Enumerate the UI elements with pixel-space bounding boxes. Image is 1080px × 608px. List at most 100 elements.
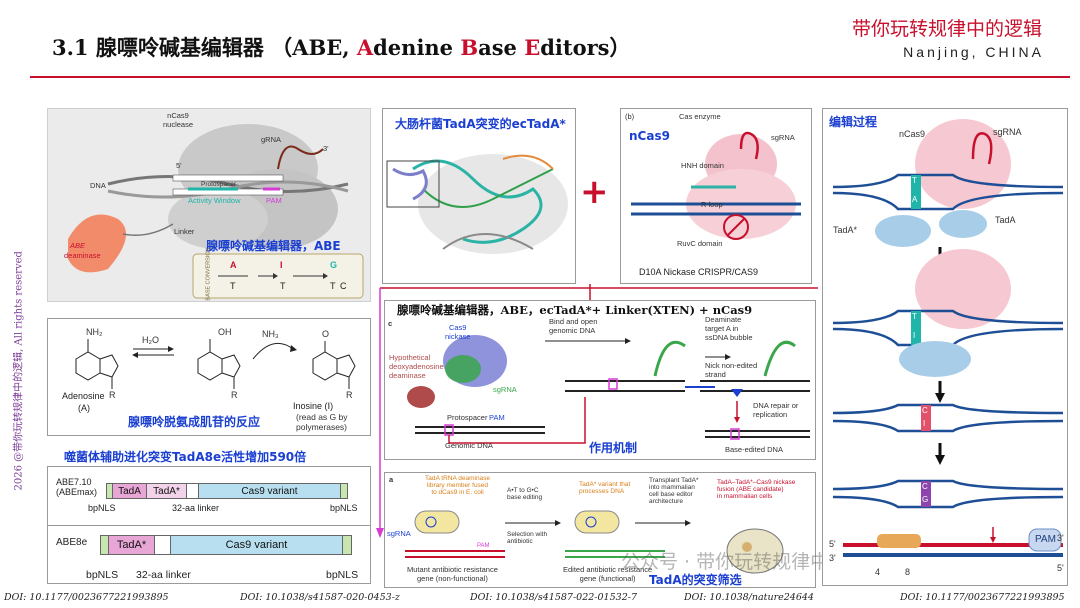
process-base-i3: I <box>923 419 925 428</box>
screen-sgrna-label: sgRNA <box>387 529 411 538</box>
screen-pam-label: PAM <box>477 543 490 549</box>
doi-2: DOI: 10.1038/s41587-020-0453-z <box>240 592 400 603</box>
base-i: I <box>280 260 283 270</box>
abe7-tada-star: TadA* <box>147 484 187 498</box>
base-t2: T <box>280 281 286 291</box>
process-five-prime-bottom: 5' <box>1057 563 1064 573</box>
transplant-label: Transplant TadA* into mammalian cell bas… <box>649 477 699 505</box>
five-prime-label: 5' <box>176 161 182 170</box>
abe7-construct: TadA TadA* Cas9 variant <box>106 483 348 499</box>
ncas9-panel: (b) Cas enzyme nCas9 sgRNA HNH domain R … <box>620 108 812 284</box>
abe7-linker <box>187 484 199 498</box>
deaminate-label: Deaminate target A in ssDNA bubble <box>705 315 753 342</box>
copyright-watermark: 2026 @带你玩转规律中的逻辑, All rights reserved <box>10 301 25 491</box>
abe7-nls-right <box>341 484 347 498</box>
screening-panel: a TadA tRNA deaminase library member fus… <box>384 472 816 588</box>
evolution-caption: 噬菌体辅助进化突变TadA8e活性增加590倍 <box>64 448 306 465</box>
base-conversion-box: BASE CONVERSION A T I T G T C <box>198 257 358 295</box>
process-tada-star-label: TadA* <box>833 225 857 235</box>
editing-process-panel: 编辑过程 nCas9 sgRNA TadA TadA* T A T I C I … <box>822 108 1068 586</box>
abe8-construct: TadA* Cas9 variant <box>100 535 352 555</box>
abe7-tada: TadA <box>113 484 147 498</box>
h2o-label: H₂O <box>142 335 159 345</box>
process-three-prime-bottom: 3' <box>829 553 836 563</box>
process-base-a1: A <box>912 195 917 204</box>
process-caption: 编辑过程 <box>829 113 877 130</box>
process-base-i2: I <box>913 331 915 340</box>
hypothetical-label: Hypothetical deoxyadenosine deaminase <box>389 353 444 380</box>
rloop-label: R loop <box>701 200 723 209</box>
process-base-c3: C <box>922 406 928 415</box>
base-t3: T <box>330 281 336 291</box>
hnh-label: HNH domain <box>681 161 724 170</box>
deamination-reaction-panel: NH₂ H₂O OH NH₃ O R R R Adenosine (A) Ino… <box>47 318 371 436</box>
abe8-bpnls-right: bpNLS <box>326 569 358 581</box>
plus-sign: + <box>580 172 609 212</box>
base-conversion-label: BASE CONVERSION <box>206 247 212 300</box>
abe7-tada-star-label: TadA* <box>153 486 180 497</box>
process-base-c4: C <box>922 482 928 491</box>
tada-structure-panel: 大肠杆菌TadA突变的ecTadA* <box>382 108 576 284</box>
ncas9-caption: D10A Nickase CRISPR/CAS9 <box>639 267 758 277</box>
abe-label: ABE <box>70 241 85 250</box>
base-g: G <box>330 260 337 270</box>
o-label: O <box>322 329 329 339</box>
mechanism-title: 腺嘌呤碱基编辑器，ABE，ecTadA*+ Linker(XTEN) + nCa… <box>397 302 752 318</box>
doi-4: DOI: 10.1038/nature24644 <box>684 592 814 603</box>
doi-3: DOI: 10.1038/s41587-022-01532-7 <box>470 592 637 603</box>
deaminase-label: deaminase <box>64 251 101 260</box>
abe8-tada-star: TadA* <box>109 536 155 554</box>
base-conversion-arrows <box>218 271 358 281</box>
panel-c-label: c <box>388 319 392 328</box>
panel-b-label: (b) <box>625 112 634 121</box>
fusion-label: TadA–TadA*–Cas9 nickase fusion (ABE cand… <box>717 479 795 500</box>
ruvc-label: RuvC domain <box>677 239 722 248</box>
variant-label: TadA* variant that processes DNA <box>579 481 630 495</box>
evolution-panel: ABE7.10 (ABEmax) TadA TadA* Cas9 variant… <box>47 466 371 584</box>
adenosine-label: Adenosine <box>62 391 105 401</box>
base-a: A <box>230 260 237 270</box>
adenosine-symbol: (A) <box>78 403 90 413</box>
process-ncas9-label: nCas9 <box>899 129 925 139</box>
abe7-cas9-label: Cas9 variant <box>241 486 297 497</box>
abe-caption: 腺嘌呤碱基编辑器，ABE <box>206 237 341 254</box>
three-prime-label: 3' <box>323 144 329 153</box>
reaction-caption: 腺嘌呤脱氨成肌苷的反应 <box>128 413 260 430</box>
oh-label: OH <box>218 327 232 337</box>
protospacer-label: Protospacer <box>201 181 236 188</box>
header-divider <box>30 76 1070 78</box>
location: Nanjing, CHINA <box>903 44 1044 60</box>
bind-label: Bind and open genomic DNA <box>549 317 597 335</box>
doi-5: DOI: 10.1177/0023677221993895 <box>900 592 1065 603</box>
mechanism-protospacer-label: Protospacer <box>447 413 487 422</box>
process-base-g4: G <box>922 495 928 504</box>
editing-process-figure <box>823 109 1067 585</box>
abe8-linker-label: 32-aa linker <box>136 569 191 581</box>
base-c: C <box>340 281 347 291</box>
inosine-label: Inosine (Ⅰ) <box>293 401 333 412</box>
abe8-cas9: Cas9 variant <box>171 536 343 554</box>
abe7-bpnls-right: bpNLS <box>330 503 358 513</box>
grna-label: gRNA <box>261 135 281 144</box>
ncas9-label: nCas9 nuclease <box>163 111 193 129</box>
abe8-bpnls-left: bpNLS <box>86 569 118 581</box>
process-pos8: 8 <box>905 567 910 577</box>
pam-label: PAM <box>266 196 282 205</box>
mechanism-caption: 作用机制 <box>589 439 637 456</box>
abe7-cas9: Cas9 variant <box>199 484 341 498</box>
repair-label: DNA repair or replication <box>753 401 798 419</box>
page-title: 3.1 腺嘌呤碱基编辑器 （ABE, Adenine Base Editors） <box>52 32 631 62</box>
process-pos4: 4 <box>875 567 880 577</box>
abe-structure-panel: nCas9 nuclease gRNA 3' 5' DNA Protospace… <box>47 108 371 302</box>
screening-caption: TadA的突变筛选 <box>649 571 742 588</box>
base-edited-label: Base-edited DNA <box>725 445 783 454</box>
nick-label: Nick non-edited strand <box>705 361 757 379</box>
doi-1: DOI: 10.1177/0023677221993895 <box>4 592 169 603</box>
process-pam-label: PAM <box>1035 534 1056 545</box>
mechanism-panel: 腺嘌呤碱基编辑器，ABE，ecTadA*+ Linker(XTEN) + nCa… <box>384 300 816 460</box>
brand-name: 带你玩转规律中的逻辑 <box>852 14 1042 41</box>
dna-label: DNA <box>90 181 106 190</box>
nh3-label: NH₃ <box>262 329 279 339</box>
abe7-label: ABE7.10 (ABEmax) <box>56 477 97 497</box>
inosine-note: (read as G by polymerases) <box>296 412 348 432</box>
